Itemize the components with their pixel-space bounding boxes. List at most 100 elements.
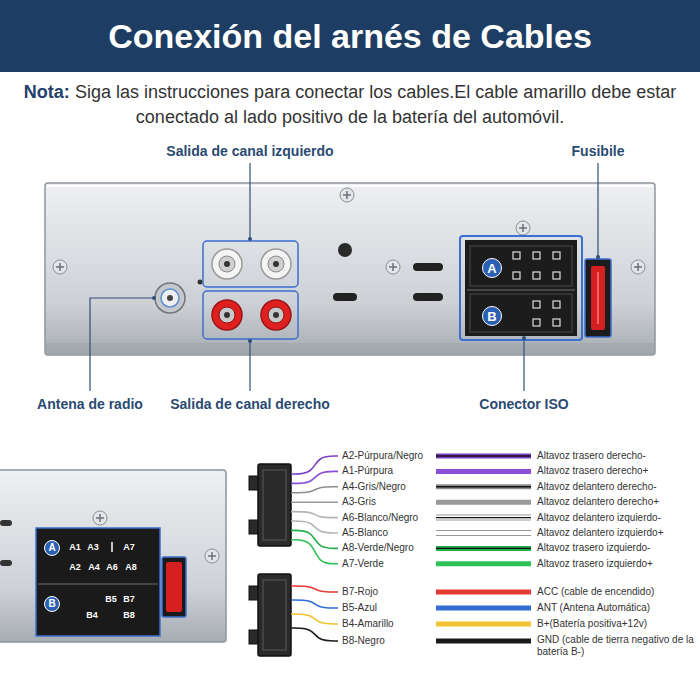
plug-inner [263,580,286,650]
wire-function: Altavoz trasero izquierdo+ [537,558,653,570]
iso-connector-zoom [36,528,160,636]
pin-label: B4 [86,610,98,621]
leader-line [249,341,250,391]
wire-bar [436,606,531,611]
wire-bar-outline [436,515,531,521]
pin-tick [111,542,113,552]
plug-body [258,574,291,656]
wire-function: Altavoz trasero derecho- [537,450,646,462]
part-label: Fusibile [572,143,625,160]
leader-lines [90,163,598,391]
part-label: Salida de canal izquierdo [166,143,333,160]
iso-connector-frame [460,236,582,340]
screw [386,260,400,274]
screw-head [93,511,107,525]
screw-cross [56,263,64,271]
leader-dot [248,237,252,241]
screw [93,511,107,525]
iso-pin [533,272,540,279]
rca-jack-red [212,300,242,330]
screw [631,260,645,274]
iso-pin [553,319,560,326]
connector-badge: B [44,596,60,612]
screw [53,260,67,274]
iso-pin [553,272,560,279]
rca-jack-pin [224,261,230,267]
wire-bar [436,516,531,520]
wire-bar [436,639,531,644]
screw-head [516,221,530,235]
panel-slot [333,293,357,301]
iso-pin [533,301,540,308]
badge-letter: A [48,543,55,553]
iso-socket-a [470,246,572,286]
screw-head [631,260,645,274]
wire [291,540,338,564]
panel-slot [0,520,12,526]
iso-divider [38,583,158,585]
wire-function: Altavoz trasero izquierdo- [537,542,650,554]
screw-cross [96,514,104,522]
screw-cross [519,224,527,232]
iso-connector [465,240,577,336]
screw-cross [634,263,642,271]
note-text: Siga las instrucciones para conectar los… [75,82,676,127]
wire-name: B7-Rojo [342,586,378,598]
fuse-holder [585,259,611,337]
wire-name: A5-Blanco [342,527,388,539]
pin-label: B5 [105,594,117,605]
wire-function: Altavoz delantero izquierdo- [537,512,661,524]
leader-line [523,338,524,391]
panel-slot [413,293,443,301]
connector-badge: A [482,258,502,278]
antenna-jack [155,283,185,313]
wire-function: GND (cable de tierra negativo de la bate… [537,634,695,658]
screw [516,221,530,235]
wire-function: Altavoz delantero izquierdo+ [537,527,663,539]
wire-name: A4-Gris/Negro [342,481,406,493]
fuse [591,266,605,330]
pin-label: B7 [123,594,135,605]
plug-body [258,464,291,546]
wire [291,501,338,503]
wire [291,628,338,641]
wire-function: B+(Batería positiva+12v) [537,618,647,630]
badge-letter: B [487,310,496,323]
leader-line [249,163,250,239]
iso-pin [513,272,520,279]
wire [291,471,338,483]
badge-letter: A [487,262,496,275]
note-paragraph: Nota:Siga las instrucciones para conecta… [22,80,678,130]
wire-name: A2-Púrpura/Negro [342,450,423,462]
pin-label: A7 [123,542,135,553]
panel-dot [198,280,203,285]
wire-function: Altavoz delantero derecho+ [537,496,659,508]
iso-pin [533,319,540,326]
rca-jack-inner [268,307,284,323]
title-band [0,0,700,72]
badge-letter: B [48,599,55,609]
screw-head [205,549,219,563]
plug-a [249,464,291,546]
fuse [166,562,182,612]
pin-label: A2 [69,562,81,573]
leader-line [90,298,154,391]
wire [291,614,338,624]
screw-head [340,188,354,202]
wire-bar [436,622,531,627]
leader-dot [522,336,526,340]
iso-divider [467,289,575,291]
leader-line [597,163,598,257]
leader-dot [248,339,252,343]
panel-lip [45,343,655,355]
panel-highlight [47,185,653,187]
plug-b [249,574,291,656]
leader-dot [152,296,156,300]
fuse-holder [162,557,186,617]
wire-bar [436,469,531,474]
wire [291,586,338,592]
iso-pin [513,252,520,259]
rca-jack-pin [224,312,230,318]
pin-label: B8 [123,610,135,621]
